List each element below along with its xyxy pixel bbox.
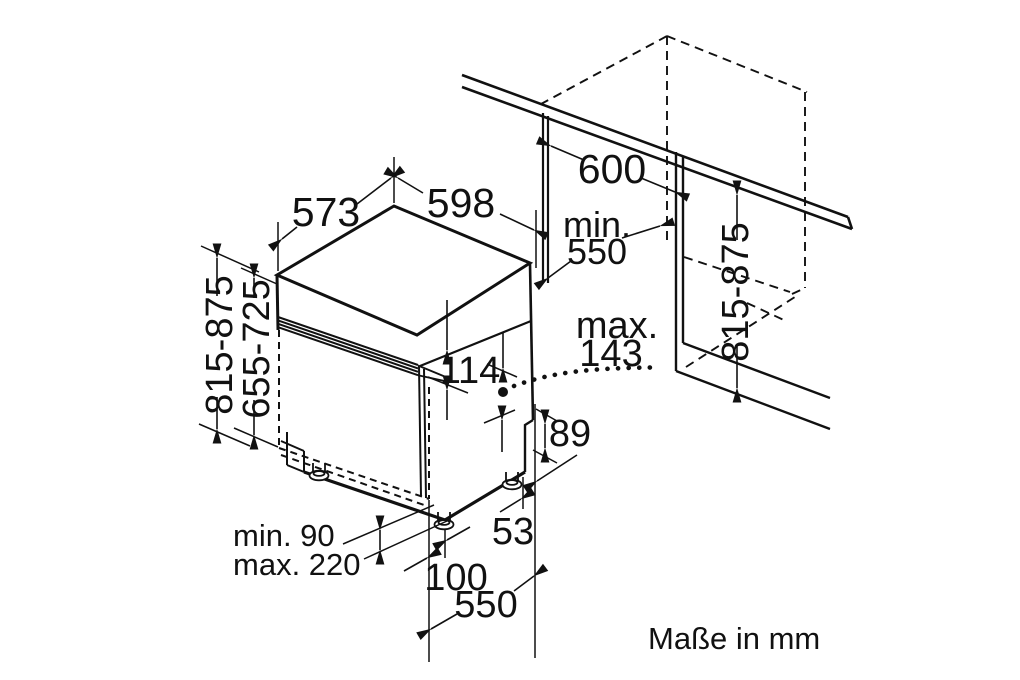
dimension-labels: 573 598 600 min. 550 815-875 815-875 655… bbox=[199, 146, 820, 656]
dim-niche-width: 600 bbox=[578, 146, 646, 192]
dim-appliance-height-left: 815-875 bbox=[199, 275, 241, 414]
dimension-arrows bbox=[212, 136, 742, 641]
door-top-strip bbox=[277, 316, 448, 383]
dim-plinth-min: min. 90 bbox=[233, 518, 335, 553]
hinge-point-leader bbox=[498, 365, 657, 397]
dim-appliance-depth: 550 bbox=[454, 584, 517, 626]
countertop bbox=[461, 73, 854, 231]
dim-niche-depth-label: min. bbox=[563, 204, 631, 245]
dishwasher-edges bbox=[275, 263, 535, 522]
furniture-door-dashed bbox=[278, 330, 430, 506]
adjustable-feet bbox=[308, 463, 523, 531]
dim-plinth-max: max. 220 bbox=[233, 547, 361, 582]
hinge-dot bbox=[498, 387, 508, 397]
dim-plinth-step-height: 89 bbox=[549, 413, 591, 455]
dim-foot-inset: 100 bbox=[424, 557, 487, 599]
units-note: Maße in mm bbox=[648, 621, 820, 656]
dim-top-width-front: 598 bbox=[427, 180, 495, 226]
foot-front-right bbox=[433, 512, 455, 531]
foot-side-right bbox=[501, 472, 523, 491]
niche-right-panel bbox=[674, 152, 831, 431]
dishwasher-top-face bbox=[273, 204, 534, 337]
dim-niche-depth-value: 550 bbox=[567, 231, 627, 272]
dim-hinge-value: 143 bbox=[579, 333, 642, 375]
dim-top-width-side: 573 bbox=[292, 189, 360, 235]
dim-rear-foot-offset: 53 bbox=[492, 511, 534, 553]
dim-hinge-label: max. bbox=[576, 305, 658, 347]
dim-niche-height-right: 815-875 bbox=[715, 222, 757, 361]
foot-front-left bbox=[308, 463, 330, 482]
niche-hidden-edges-dashed bbox=[540, 35, 808, 368]
niche-left-panel bbox=[541, 113, 550, 283]
dim-control-panel-height: 114 bbox=[440, 350, 501, 392]
dim-door-panel-height: 655-725 bbox=[236, 279, 278, 418]
